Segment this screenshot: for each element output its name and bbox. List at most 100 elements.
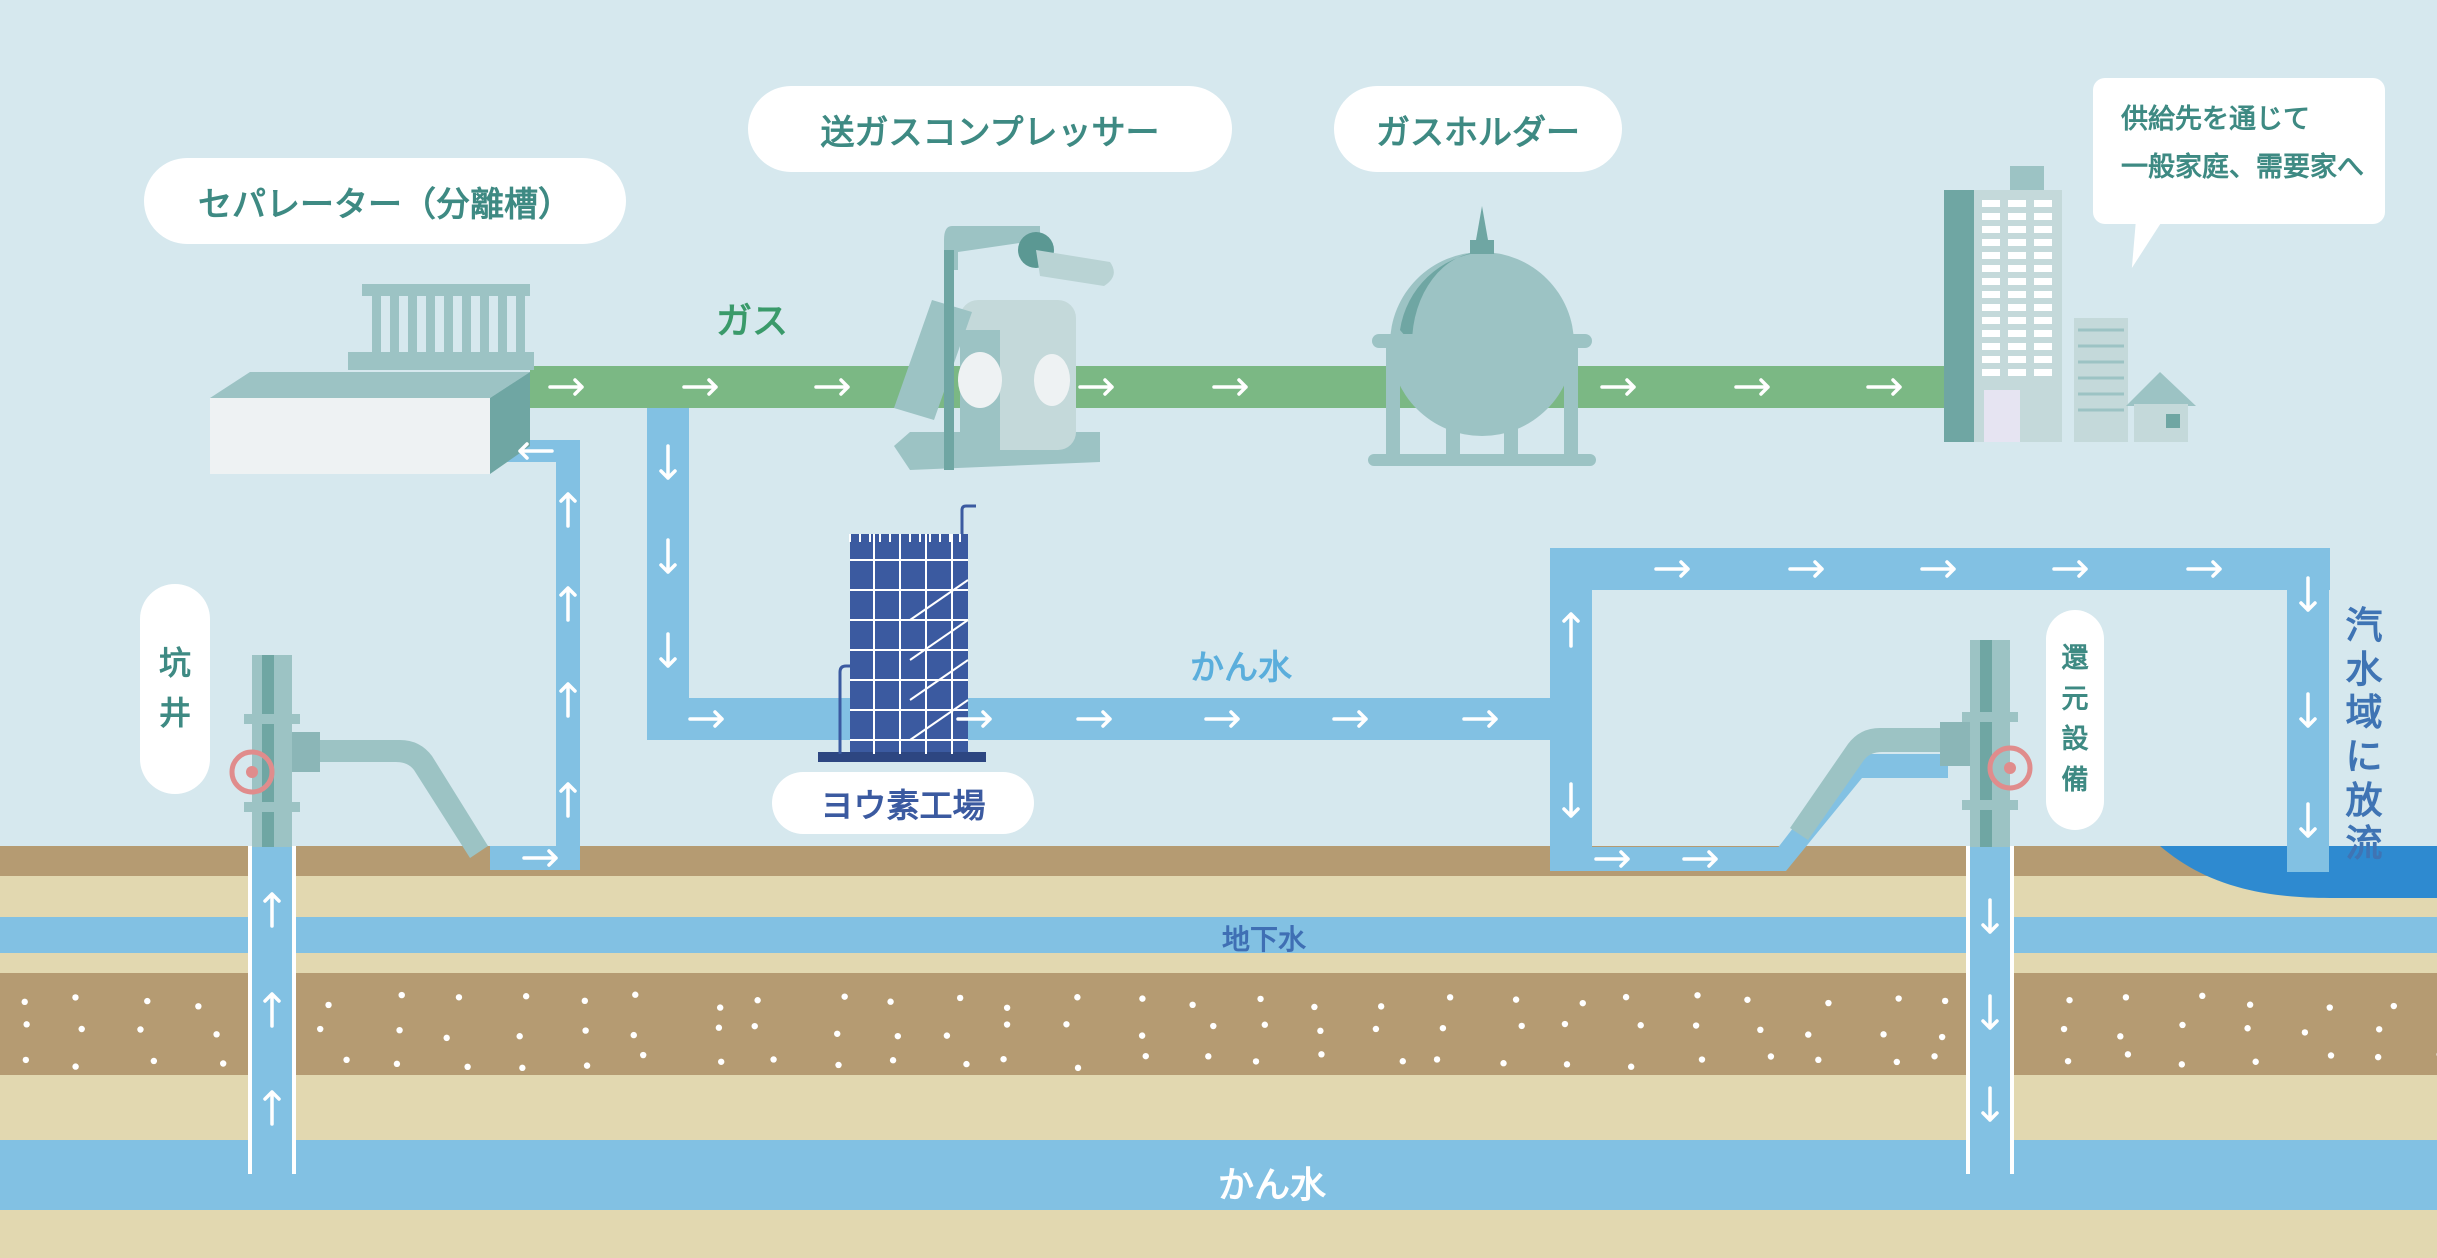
gravel-dot: [1399, 1058, 1406, 1065]
gravel-layer: [0, 973, 2437, 1075]
gravel-dot: [1757, 1026, 1764, 1034]
gravel-dot: [1446, 994, 1454, 1001]
mid-building-lines: [2078, 328, 2124, 412]
building-window: [2008, 343, 2026, 350]
supply-speech-bubble: 供給先を通じて 一般家庭、需要家へ: [2093, 78, 2385, 224]
building-window: [1982, 200, 2000, 207]
gravel-dot: [1694, 992, 1701, 999]
building-window: [2034, 291, 2052, 298]
well-column-shade: [262, 655, 274, 847]
gravel-dot: [195, 1003, 202, 1010]
building-window: [2034, 330, 2052, 337]
building-entrance: [1984, 390, 2020, 442]
gravel-dot: [2327, 1052, 2335, 1059]
flow-arrow-d: [1562, 782, 1580, 818]
ground-strata: [0, 846, 2437, 1258]
gravel-dot: [1063, 1021, 1070, 1028]
gravel-dot: [1895, 995, 1902, 1002]
flow-arrow-r: [1866, 378, 1902, 396]
building-window: [2008, 278, 2026, 285]
gravel-dot: [343, 1056, 350, 1064]
building-window: [2008, 356, 2026, 363]
iodine-plant: [818, 504, 986, 762]
flow-arrow-u: [559, 682, 577, 718]
return-facility-label: 還 元 設 備: [2046, 610, 2104, 830]
supply-buildings: [1944, 166, 2196, 442]
building-window: [2008, 226, 2026, 233]
flow-arrow-r: [1332, 710, 1368, 728]
plant-stair: [909, 579, 969, 621]
well-flange-top: [244, 714, 300, 724]
supply-text-line2: 一般家庭、需要家へ: [2121, 152, 2364, 183]
production-well: [229, 655, 488, 858]
gravel-dot: [956, 994, 964, 1002]
well-label: 坑 井: [140, 584, 210, 794]
building-window: [1982, 213, 2000, 220]
flow-arrow-d: [659, 538, 677, 574]
compressor-discharge: [1036, 250, 1114, 286]
gas-holder-label: ガスホルダー: [1334, 86, 1622, 172]
gravel-dot: [519, 1064, 526, 1072]
gravel-dot: [1698, 1056, 1706, 1063]
sand-layer-mid: [0, 953, 2437, 973]
gravel-dot: [1579, 999, 1586, 1007]
flow-arrow-r: [682, 378, 718, 396]
building-window: [2008, 213, 2026, 220]
flow-arrow-d: [1981, 898, 1999, 934]
flow-arrow-d: [1981, 994, 1999, 1030]
gravel-dot: [1561, 1020, 1569, 1028]
gas-holder-spire: [1476, 206, 1488, 240]
plant-stair: [909, 659, 969, 701]
building-window: [1982, 226, 2000, 233]
groundwater-layer: [0, 917, 2437, 953]
gravel-dot: [582, 1027, 589, 1034]
flow-arrow-u: [263, 892, 281, 928]
gravel-dot: [522, 993, 530, 1000]
compressor-pipe-top: [944, 226, 1040, 270]
surface-soil-layer: [0, 846, 2437, 876]
gravel-dot: [2374, 1053, 2382, 1061]
gravel-dots: [21, 991, 2437, 1072]
separator-frame-top: [362, 284, 530, 296]
building-window: [2008, 265, 2026, 272]
separator-tank-front: [210, 398, 490, 474]
gravel-dot: [894, 1032, 902, 1040]
gravel-dot: [963, 1060, 970, 1068]
gas-holder-base: [1368, 454, 1596, 466]
flow-arrow-u: [559, 586, 577, 622]
supply-text-line1: 供給先を通じて: [2121, 104, 2310, 135]
gravel-dot: [2246, 1001, 2254, 1008]
gravel-dot: [2122, 994, 2130, 1001]
gravel-dot: [1805, 1031, 1812, 1038]
gravel-dot: [1074, 1064, 1082, 1072]
groundwater-label: 地下水: [1222, 923, 1307, 956]
gravel-dot: [1074, 994, 1081, 1001]
building-window: [2008, 200, 2026, 207]
flow-arrow-d: [2299, 802, 2317, 838]
gravel-dot: [213, 1031, 220, 1038]
gravel-dot: [1941, 997, 1949, 1005]
flow-arrow-r: [1734, 378, 1770, 396]
gravel-dot: [443, 1034, 450, 1042]
flow-arrow-u: [559, 492, 577, 528]
separator-frame-base: [348, 352, 534, 370]
gravel-dot: [22, 1056, 30, 1064]
gravel-dot: [632, 991, 639, 998]
gravel-dot: [2375, 1026, 2383, 1033]
gravel-dot: [754, 997, 761, 1004]
gravel-dot: [1439, 1024, 1447, 1032]
separator-rod: [444, 296, 453, 352]
building-windows: [1982, 200, 2052, 376]
gravel-dot: [219, 1060, 227, 1067]
flow-arrow-u: [263, 1090, 281, 1126]
well-char-1: 井: [158, 694, 191, 732]
separator-rod: [408, 296, 417, 352]
gravel-dot: [1512, 996, 1520, 1003]
separator-rod: [390, 296, 399, 352]
gravel-dot: [1622, 993, 1630, 1001]
gravel-dot: [1815, 1056, 1822, 1064]
iodine-plant-side-pipe: [838, 664, 852, 754]
gravel-dot: [2390, 1002, 2398, 1010]
